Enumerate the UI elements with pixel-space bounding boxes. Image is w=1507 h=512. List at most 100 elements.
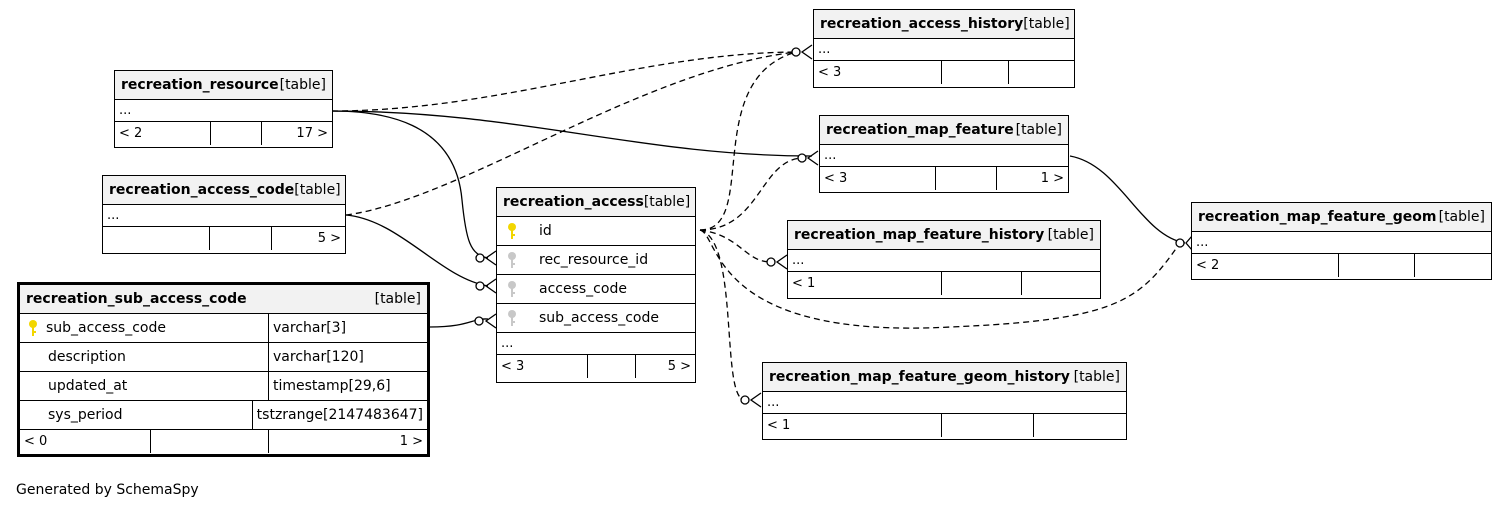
footer-parents: < 3	[824, 171, 848, 186]
table-name: recreation_map_feature_geom_history	[769, 369, 1070, 385]
table-recreation-sub-access-code[interactable]: recreation_sub_access_code [table] sub_a…	[17, 282, 430, 457]
rel-access-to-map-feature-history	[699, 229, 772, 263]
column-row[interactable]: rec_resource_id	[497, 246, 695, 275]
footer-parents: < 2	[1196, 258, 1220, 273]
column-name: id	[539, 223, 552, 239]
table-name: recreation_map_feature_geom	[1198, 209, 1437, 225]
table-footer: < 2 17 >	[115, 122, 332, 145]
ellipsis-row: ...	[497, 333, 695, 355]
column-row[interactable]: description varchar[120]	[20, 343, 427, 372]
table-header: recreation_map_feature [table]	[820, 116, 1068, 145]
footer-parents: < 3	[818, 65, 842, 80]
table-recreation-map-feature-geom-history[interactable]: recreation_map_feature_geom_history [tab…	[762, 362, 1127, 440]
column-row[interactable]: access_code	[497, 275, 695, 304]
table-header: recreation_map_feature_history [table]	[788, 221, 1100, 250]
table-recreation-access[interactable]: recreation_access [table] id rec_resourc…	[496, 187, 696, 383]
footer-middle	[210, 122, 261, 145]
table-kind: [table]	[1073, 369, 1120, 385]
table-header: recreation_access_code [table]	[103, 176, 345, 205]
footer-parents: < 0	[24, 434, 48, 449]
table-name: recreation_map_feature_history	[794, 227, 1045, 243]
footer-parents: < 3	[501, 359, 525, 374]
rel-access-to-geom-history	[699, 229, 746, 401]
table-recreation-access-code[interactable]: recreation_access_code [table] ... 5 >	[102, 175, 346, 254]
rel-access-code-to-access-history	[345, 51, 797, 216]
rel-access-to-geom	[699, 229, 1181, 329]
table-name: recreation_resource	[121, 77, 279, 93]
table-header: recreation_resource [table]	[115, 71, 332, 100]
rel-resource-to-map-feature	[331, 110, 813, 157]
footer-children	[1033, 414, 1126, 437]
ellipsis-row: ...	[820, 145, 1068, 167]
footer-children: 17 >	[261, 122, 332, 145]
footer-children: 1 >	[268, 430, 427, 453]
table-header: recreation_map_feature_geom [table]	[1192, 203, 1491, 232]
footer-middle	[209, 227, 271, 250]
table-kind: [table]	[1047, 227, 1094, 243]
ellipsis-row: ...	[103, 205, 345, 227]
primary-key-icon	[26, 319, 40, 337]
table-kind: [table]	[1023, 16, 1070, 32]
column-row[interactable]: updated_at timestamp[29,6]	[20, 372, 427, 401]
footer-children: 5 >	[635, 355, 695, 378]
table-name: recreation_access	[503, 194, 644, 210]
ellipsis-row: ...	[788, 250, 1100, 272]
rel-access-to-access-history	[699, 51, 797, 231]
table-name: recreation_map_feature	[826, 122, 1014, 138]
table-footer: < 2	[1192, 254, 1491, 277]
table-footer: < 3	[814, 61, 1074, 84]
column-row[interactable]: sub_access_code varchar[3]	[20, 314, 427, 343]
rel-sub-access-code-to-access	[429, 318, 489, 328]
table-name: recreation_sub_access_code	[26, 291, 247, 307]
ellipsis-row: ...	[115, 100, 332, 122]
footer-children: 5 >	[271, 227, 345, 250]
footer-children: 1 >	[996, 167, 1068, 190]
column-type: tstzrange[2147483647]	[251, 401, 427, 429]
table-recreation-resource[interactable]: recreation_resource [table] ... < 2 17 >	[114, 70, 333, 148]
table-name: recreation_access_history	[820, 16, 1024, 32]
table-recreation-map-feature-history[interactable]: recreation_map_feature_history [table] .…	[787, 220, 1101, 299]
footer-middle	[935, 167, 996, 190]
column-name: rec_resource_id	[539, 252, 649, 268]
table-kind: [table]	[279, 77, 326, 93]
table-kind: [table]	[294, 182, 341, 198]
footer-children	[1414, 254, 1491, 277]
footer-middle	[941, 272, 1021, 295]
table-header: recreation_access_history [table]	[814, 10, 1074, 39]
footer-middle	[1338, 254, 1414, 277]
table-header: recreation_access [table]	[497, 188, 695, 217]
column-type: varchar[3]	[268, 314, 427, 342]
table-recreation-access-history[interactable]: recreation_access_history [table] ... < …	[813, 9, 1075, 88]
rel-access-to-map-feature	[699, 157, 803, 231]
column-name: description	[48, 349, 126, 365]
table-footer: < 1	[763, 414, 1126, 437]
table-recreation-map-feature[interactable]: recreation_map_feature [table] ... < 3 1…	[819, 115, 1069, 193]
rel-resource-to-access	[331, 110, 489, 259]
column-type: timestamp[29,6]	[268, 372, 427, 400]
ellipsis-row: ...	[763, 392, 1126, 414]
table-footer: < 1	[788, 272, 1100, 295]
footer-middle	[587, 355, 635, 378]
table-name: recreation_access_code	[109, 182, 295, 198]
column-row[interactable]: sub_access_code	[497, 304, 695, 333]
footer-parents: < 2	[119, 126, 143, 141]
table-footer: 5 >	[103, 227, 345, 250]
table-kind: [table]	[643, 194, 691, 210]
ellipsis-row: ...	[814, 39, 1074, 61]
footer-middle	[150, 430, 268, 453]
table-header: recreation_sub_access_code [table]	[20, 285, 427, 314]
generated-by-text: Generated by SchemaSpy	[16, 482, 199, 498]
primary-key-icon	[505, 222, 519, 240]
table-footer: < 0 1 >	[20, 430, 427, 453]
column-name: sys_period	[48, 407, 123, 423]
column-row[interactable]: sys_period tstzrange[2147483647]	[20, 401, 427, 430]
footer-parents: < 1	[767, 418, 791, 433]
column-name: sub_access_code	[539, 310, 659, 326]
table-kind: [table]	[374, 291, 421, 307]
table-header: recreation_map_feature_geom_history [tab…	[763, 363, 1126, 392]
table-footer: < 3 1 >	[820, 167, 1068, 190]
rel-map-feature-to-geom	[1069, 155, 1186, 244]
table-recreation-map-feature-geom[interactable]: recreation_map_feature_geom [table] ... …	[1191, 202, 1492, 280]
column-row[interactable]: id	[497, 217, 695, 246]
table-kind: [table]	[1438, 209, 1485, 225]
